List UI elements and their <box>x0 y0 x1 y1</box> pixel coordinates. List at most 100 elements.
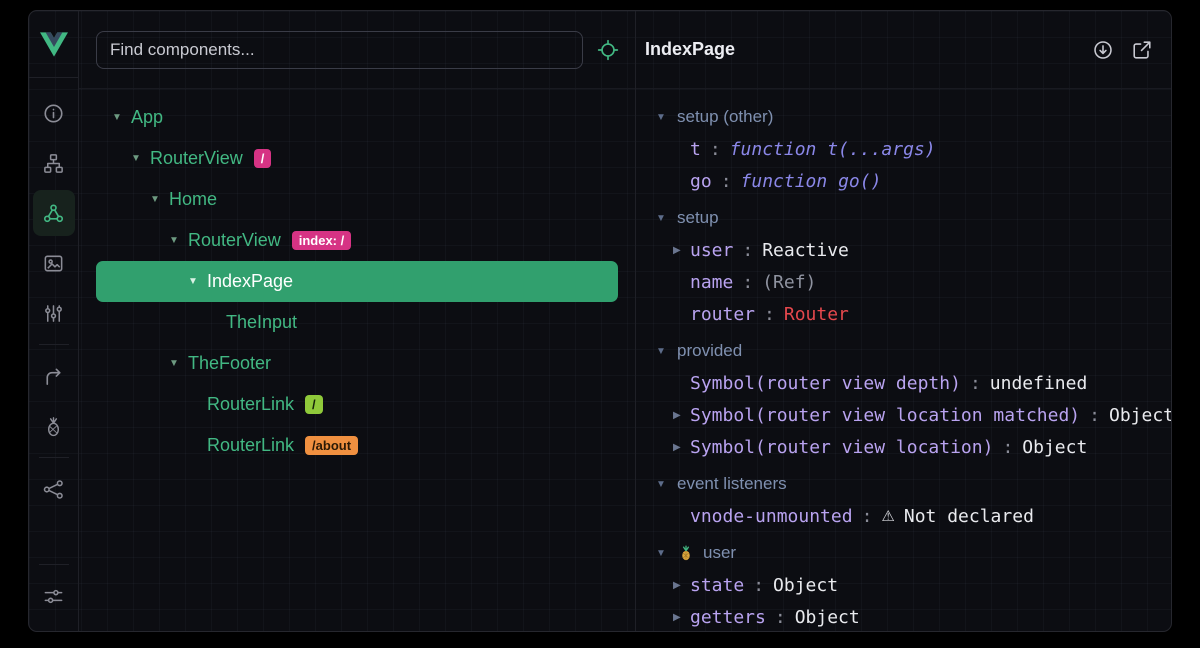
section-items: ▶ state : Object ▶ getters : Object <box>636 569 1171 631</box>
key-value-separator: : <box>753 574 765 596</box>
state-row[interactable]: ▶ user : Reactive <box>636 234 1171 266</box>
caret-right-icon[interactable]: ▶ <box>673 409 681 421</box>
state-row[interactable]: ▶ getters : Object <box>636 601 1171 631</box>
inspector-section: ▼ user ▶ state : Object ▶ getters : Obje… <box>636 537 1171 631</box>
inspector-section: ▼ event listeners ▶ vnode-unmounted : ⚠ … <box>636 468 1171 532</box>
section-items: ▶ user : Reactive ▶ name : (Ref) ▶ route… <box>636 234 1171 330</box>
component-label: IndexPage <box>207 271 294 291</box>
state-value: function go() <box>740 170 882 192</box>
state-key: getters <box>690 606 766 628</box>
state-row[interactable]: ▶ router : Router <box>636 298 1171 330</box>
component-label: RouterView <box>188 230 281 250</box>
state-value: Object <box>1108 404 1171 426</box>
tree-row[interactable]: ▼ IndexPage <box>96 261 618 302</box>
components-panel: ▼ App ▼ RouterView / ▼ Home ▼ RouterView… <box>79 11 636 631</box>
section-items: ▶ t : function t(...args) ▶ go : functio… <box>636 133 1171 197</box>
scroll-to-component-button[interactable] <box>1092 39 1114 61</box>
caret-down-icon[interactable]: ▼ <box>656 212 666 224</box>
inspector-section: ▼ setup (other) ▶ t : function t(...args… <box>636 101 1171 197</box>
components-icon <box>43 203 64 222</box>
state-key: state <box>690 574 745 596</box>
sidebar-item-pinia[interactable] <box>33 403 75 449</box>
section-title: setup <box>677 208 719 227</box>
state-row[interactable]: ▶ Symbol(router view location) : Object <box>636 431 1171 463</box>
sidebar-item-graph[interactable] <box>33 466 75 512</box>
inspector-title: IndexPage <box>645 39 736 59</box>
state-value: function t(...args) <box>729 138 936 160</box>
state-key: router <box>690 303 756 325</box>
component-label: App <box>131 107 164 127</box>
caret-down-icon[interactable]: ▼ <box>656 111 666 123</box>
caret-right-icon[interactable]: ▶ <box>673 244 681 256</box>
tree-row[interactable]: ▼ TheFooter <box>96 343 618 384</box>
caret-down-icon[interactable]: ▼ <box>131 153 141 164</box>
search-input[interactable] <box>110 39 569 60</box>
tree-row[interactable]: ▼ Home <box>96 179 618 220</box>
state-row[interactable]: ▶ t : function t(...args) <box>636 133 1171 165</box>
inspector-section: ▼ provided ▶ Symbol(router view depth) :… <box>636 335 1171 463</box>
section-header[interactable]: ▼ setup <box>636 202 1171 234</box>
open-in-editor-icon <box>1133 40 1151 59</box>
pinia-pineapple-icon <box>47 416 60 436</box>
caret-down-icon[interactable]: ▼ <box>169 358 179 369</box>
state-key: user <box>690 239 734 261</box>
section-header[interactable]: ▼ event listeners <box>636 468 1171 500</box>
assets-icon <box>44 255 63 271</box>
router-icon <box>46 367 61 385</box>
state-row[interactable]: ▶ go : function go() <box>636 165 1171 197</box>
sidebar-item-settings[interactable] <box>33 573 75 619</box>
tree-row[interactable]: ▼ TheInput <box>96 302 618 343</box>
state-row[interactable]: ▶ name : (Ref) <box>636 266 1171 298</box>
caret-down-icon[interactable]: ▼ <box>150 194 160 205</box>
caret-right-icon[interactable]: ▶ <box>673 579 681 591</box>
component-label: TheFooter <box>188 353 272 373</box>
caret-down-icon[interactable]: ▼ <box>188 276 198 287</box>
tree-row[interactable]: ▼ RouterLink /about <box>96 425 618 466</box>
caret-right-icon[interactable]: ▶ <box>673 441 681 453</box>
caret-down-icon[interactable]: ▼ <box>656 547 666 559</box>
sidebar-item-components[interactable] <box>32 190 75 236</box>
state-value: Router <box>783 303 849 325</box>
tree-row[interactable]: ▼ App <box>96 97 618 138</box>
state-row[interactable]: ▶ state : Object <box>636 569 1171 601</box>
caret-down-icon[interactable]: ▼ <box>656 478 666 490</box>
key-value-separator: : <box>720 170 732 192</box>
sidebar-item-assets[interactable] <box>33 240 75 286</box>
caret-down-icon[interactable]: ▼ <box>656 345 666 357</box>
key-value-separator: : <box>1002 436 1014 458</box>
state-row[interactable]: ▶ vnode-unmounted : ⚠ Not declared <box>636 500 1171 532</box>
state-row[interactable]: ▶ Symbol(router view location matched) :… <box>636 399 1171 431</box>
icon-sidebar <box>29 11 79 631</box>
devtools-app: ▼ App ▼ RouterView / ▼ Home ▼ RouterView… <box>28 10 1172 632</box>
caret-down-icon[interactable]: ▼ <box>112 112 122 123</box>
tree-row[interactable]: ▼ RouterView / <box>96 138 618 179</box>
component-label: Home <box>169 189 218 209</box>
component-tree: ▼ App ▼ RouterView / ▼ Home ▼ RouterView… <box>79 89 635 631</box>
components-panel-header <box>79 11 635 89</box>
caret-right-icon[interactable]: ▶ <box>673 611 681 623</box>
state-key: t <box>690 138 701 160</box>
pinia-pineapple-icon <box>677 544 695 562</box>
section-header[interactable]: ▼ provided <box>636 335 1171 367</box>
section-header[interactable]: ▼ setup (other) <box>636 101 1171 133</box>
key-value-separator: : <box>742 239 754 261</box>
sidebar-divider <box>38 564 69 565</box>
sidebar-item-info[interactable] <box>33 90 75 136</box>
settings-sliders-icon <box>44 589 63 603</box>
caret-down-icon[interactable]: ▼ <box>169 235 179 246</box>
inspector-panel: IndexPage ▼ setup (other) <box>636 11 1171 631</box>
key-value-separator: : <box>1089 404 1100 426</box>
tree-row[interactable]: ▼ RouterLink / <box>96 384 618 425</box>
state-value: Object <box>773 574 839 596</box>
component-label: RouterLink <box>207 394 295 414</box>
state-row[interactable]: ▶ Symbol(router view depth) : undefined <box>636 367 1171 399</box>
sidebar-item-router[interactable] <box>33 353 75 399</box>
section-header[interactable]: ▼ user <box>636 537 1171 569</box>
select-component-button[interactable] <box>597 39 619 61</box>
sidebar-item-component-tree[interactable] <box>33 140 75 186</box>
section-title: user <box>703 543 737 562</box>
tree-row[interactable]: ▼ RouterView index: / <box>96 220 618 261</box>
state-key: go <box>690 170 712 192</box>
open-in-editor-button[interactable] <box>1131 39 1153 61</box>
sidebar-item-timeline[interactable] <box>33 290 75 336</box>
